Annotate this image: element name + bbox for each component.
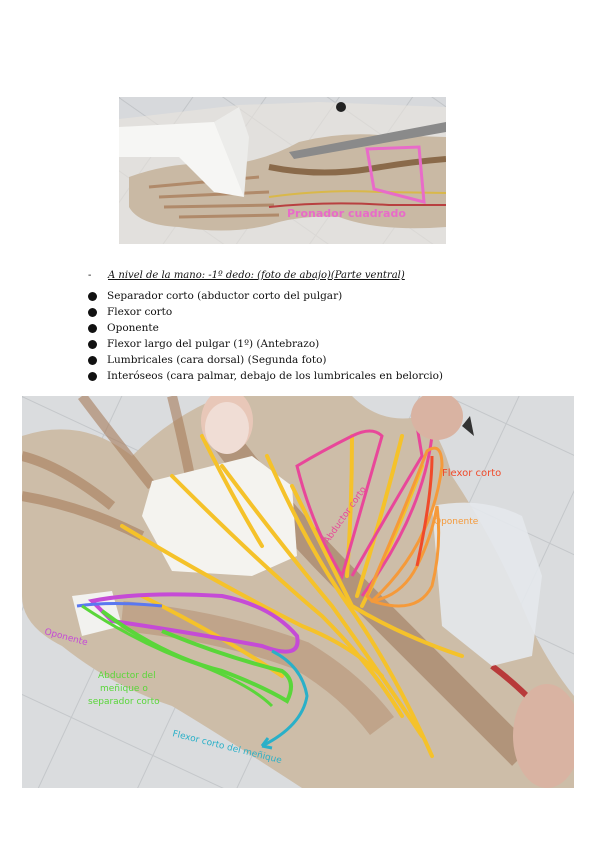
abductor-pinky-label-line2: meñique o [100, 684, 148, 694]
list-item-text: Interóseos (cara palmar, debajo de los l… [107, 370, 444, 382]
list-item: Flexor largo del pulgar (1º) (Antebrazo) [88, 336, 568, 352]
list-item-text: Flexor largo del pulgar (1º) (Antebrazo) [107, 338, 320, 350]
list-item: Separador corto (abductor corto del pulg… [88, 288, 568, 304]
hand-photo: Flexor corto Oponente Abductor corto Opo… [22, 396, 574, 788]
list-item: Interóseos (cara palmar, debajo de los l… [88, 368, 568, 384]
notes-heading: A nivel de la mano: -1º dedo: (foto de a… [108, 270, 405, 281]
list-item: Flexor corto [88, 304, 568, 320]
list-item-text: Lumbricales (cara dorsal) (Segunda foto) [107, 354, 327, 366]
bullet-icon [88, 307, 97, 317]
abductor-pinky-label-line1: Abductor del [98, 671, 156, 681]
bullet-icon [88, 339, 97, 349]
oponente-thumb-label: Oponente [434, 517, 479, 527]
bullet-icon [88, 291, 97, 301]
list-item: Oponente [88, 320, 568, 336]
list-item: Lumbricales (cara dorsal) (Segunda foto) [88, 352, 568, 368]
list-item-text: Oponente [107, 322, 159, 334]
pronador-cuadrado-label: Pronador cuadrado [287, 207, 406, 220]
heading-dash: - [88, 270, 92, 281]
list-item-text: Flexor corto [107, 306, 173, 318]
notes-section: - A nivel de la mano: -1º dedo: (foto de… [88, 270, 568, 384]
notes-heading-row: - A nivel de la mano: -1º dedo: (foto de… [88, 270, 568, 286]
bullet-icon [88, 323, 97, 333]
muscle-list: Separador corto (abductor corto del pulg… [88, 288, 568, 384]
bullet-icon [88, 371, 97, 381]
abductor-pinky-label-line3: separador corto [88, 697, 160, 707]
list-item-text: Separador corto (abductor corto del pulg… [107, 290, 343, 302]
flexor-corto-label: Flexor corto [442, 468, 501, 479]
bullet-icon [88, 355, 97, 365]
forearm-photo: Pronador cuadrado [119, 97, 446, 244]
